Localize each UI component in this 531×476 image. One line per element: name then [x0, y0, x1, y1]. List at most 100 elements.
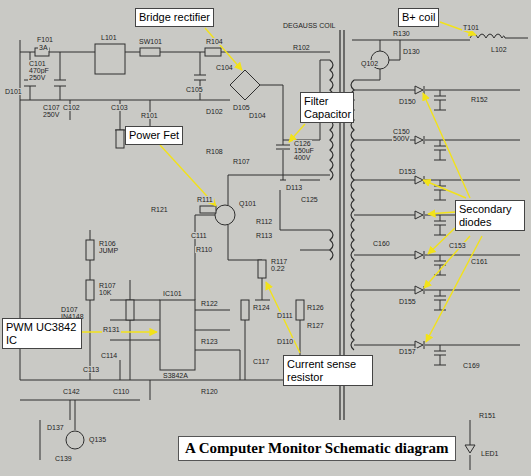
resistor-symbol [258, 260, 266, 278]
callout-text: Secondary diodes [459, 203, 521, 228]
transformer-winding [330, 60, 333, 260]
part-label: C107 [42, 104, 61, 111]
wire [354, 345, 520, 365]
resistor-symbol [296, 300, 304, 320]
part-label: R104 [205, 38, 224, 45]
led-symbol [465, 445, 475, 453]
part-label: 3A [38, 44, 49, 51]
leader-line [423, 180, 466, 198]
part-label: D153 [398, 168, 417, 175]
leader-line [424, 236, 470, 288]
part-label: C160 [372, 240, 391, 247]
diode-bar [424, 341, 425, 349]
part-label: D111 [276, 312, 294, 319]
callout-text: Current sense resistor [287, 358, 369, 383]
part-label: R123 [200, 338, 219, 345]
part-label: C117 [252, 358, 270, 365]
callout-text: PWM UC3842 IC [6, 321, 78, 346]
part-label: D105 [232, 104, 251, 111]
callout-text: B+ coil [402, 11, 435, 24]
wire [354, 180, 520, 200]
part-label: C153 [448, 242, 467, 249]
transistor-symbol [215, 205, 235, 225]
part-label: IC101 [162, 290, 183, 297]
part-label: R113 [255, 232, 273, 239]
wire [20, 38, 528, 470]
part-label: C105 [185, 86, 204, 93]
diode-bar [424, 136, 425, 144]
resistor-symbol [200, 206, 216, 213]
diode-bar [424, 211, 425, 219]
part-label: R101 [140, 112, 159, 119]
part-label: R107 [232, 158, 251, 165]
leader-line [428, 212, 455, 214]
resistor-symbol [241, 300, 249, 320]
part-label: R108 [205, 148, 224, 155]
wires [20, 52, 330, 460]
callout-box: Current sense resistor [283, 355, 373, 386]
part-label: R122 [200, 300, 219, 307]
leader-line [266, 282, 300, 353]
part-label: C150 [392, 128, 411, 135]
part-label: R130 [392, 30, 411, 37]
callout-text: Filter Capacitor [304, 95, 350, 120]
callout-box: PWM UC3842 IC [2, 318, 82, 349]
part-label: C101 [28, 60, 47, 67]
part-label: D150 [398, 98, 417, 105]
leader-line [205, 28, 242, 70]
part-label: R126 [306, 304, 325, 311]
part-label: 250V [28, 74, 46, 81]
part-label: R111 [196, 196, 214, 203]
part-label: C161 [470, 258, 489, 265]
part-label: C126 [293, 140, 312, 147]
resistor-symbol [205, 48, 221, 56]
part-label: L102 [490, 46, 508, 53]
part-label: C104 [215, 64, 234, 71]
diode-symbol [415, 251, 423, 259]
wire [354, 90, 520, 110]
part-label: JUMP [98, 247, 119, 254]
part-label: 150uF [293, 147, 315, 154]
part-label: D157 [398, 348, 417, 355]
part-label: C103 [110, 104, 129, 111]
capacitor-symbol [434, 296, 446, 300]
part-label: R117 [270, 258, 288, 265]
part-label: R127 [306, 322, 325, 329]
top-right [20, 34, 528, 470]
part-label: 470pF [28, 67, 50, 74]
part-label: Q135 [88, 436, 107, 443]
part-label: R107 [98, 282, 117, 289]
part-label: LED1 [480, 450, 500, 457]
part-label: S3842A [162, 372, 189, 379]
ground-bus [115, 130, 320, 300]
leader-lines [80, 22, 482, 353]
part-label: 0.22 [270, 265, 286, 272]
callout-text: Bridge rectifier [139, 11, 210, 24]
part-label: D113 [285, 184, 303, 191]
capacitor-symbol [24, 75, 290, 149]
part-label: D137 [46, 424, 65, 431]
part-label: R131 [102, 326, 121, 333]
part-label: D107 [60, 306, 79, 313]
capacitor-symbol [434, 351, 446, 355]
part-label: D155 [398, 298, 417, 305]
part-label: R106 [98, 240, 117, 247]
diode-symbol [415, 176, 423, 184]
leader-line [428, 228, 455, 254]
part-label: L101 [100, 34, 118, 41]
diode-symbol [415, 136, 423, 144]
part-label: Q102 [360, 60, 379, 67]
callout-box: Filter Capacitor [300, 92, 354, 123]
part-label: C102 [62, 104, 81, 111]
components [24, 44, 389, 449]
part-label: D102 [205, 108, 224, 115]
part-label: D130 [402, 48, 421, 55]
part-label: 400V [293, 154, 311, 161]
diode-bar [424, 251, 425, 259]
resistor-symbol [116, 130, 124, 148]
ic-symbol [160, 300, 195, 370]
part-label: C113 [82, 366, 100, 373]
part-label: C111 [190, 232, 208, 239]
part-label: D110 [276, 338, 294, 345]
part-label: 500V [392, 135, 410, 142]
